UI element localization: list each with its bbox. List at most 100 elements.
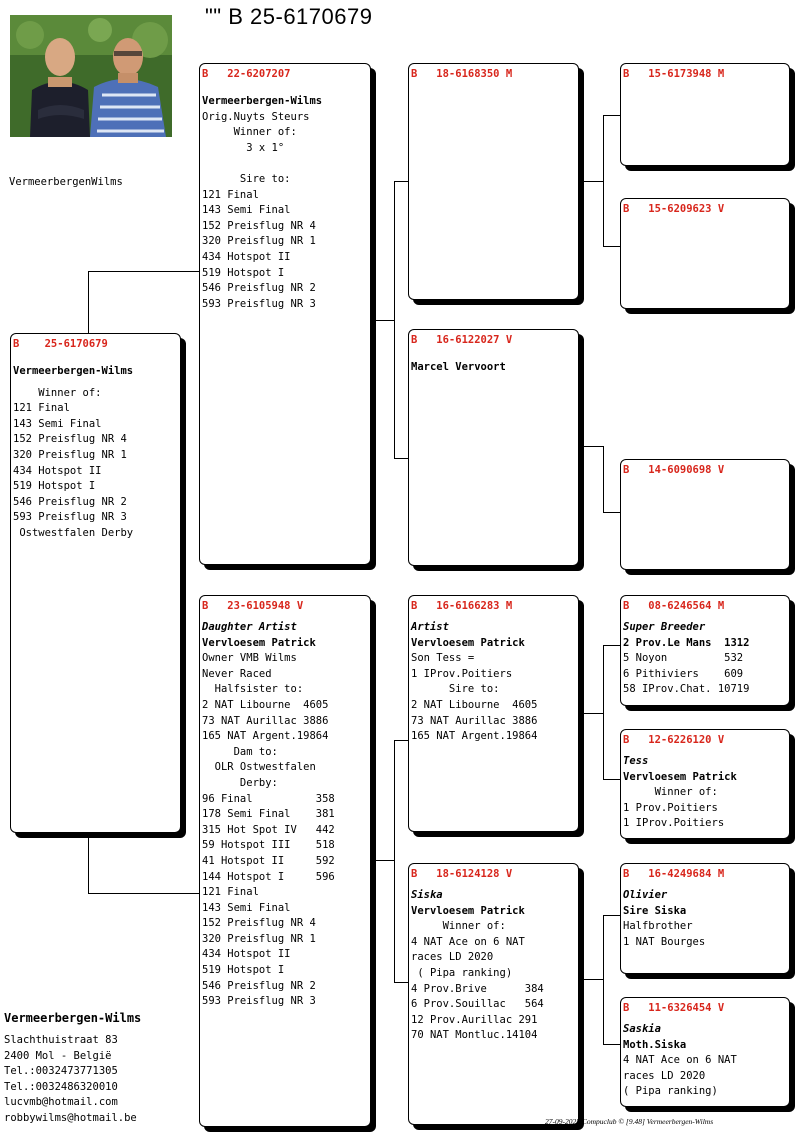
- card-text-line: 96 Final 358: [202, 792, 368, 808]
- card-text-line: 121 Final: [202, 188, 368, 204]
- card-text-line: 41 Hotspot II 592: [202, 854, 368, 870]
- contact-phone-1: Tel.:0032473771305: [4, 1064, 141, 1080]
- card-text-line: Daughter Artist: [202, 620, 368, 636]
- card-text-line: 546 Preisflug NR 2: [13, 495, 178, 511]
- card-text-line: Vermeerbergen-Wilms: [13, 364, 178, 380]
- card-text-line: 165 NAT Argent.19864: [202, 729, 368, 745]
- card-text-line: 2 NAT Libourne 4605: [411, 698, 576, 714]
- contact-street: Slachthuistraat 83: [4, 1033, 141, 1049]
- connector-line: [603, 1044, 621, 1045]
- contact-email-2[interactable]: robbywilms@hotmail.be: [4, 1111, 141, 1127]
- card-text-line: 165 NAT Argent.19864: [411, 729, 576, 745]
- card-text-line: 152 Preisflug NR 4: [13, 432, 178, 448]
- connector-line: [88, 271, 200, 272]
- card-text-line: Saskia: [623, 1022, 787, 1038]
- card-text-line: 1 IProv.Poitiers: [623, 816, 787, 832]
- card-text-line: 434 Hotspot II: [13, 464, 178, 480]
- ring-number: B 08-6246564 M: [623, 599, 787, 620]
- connector-line: [394, 982, 409, 983]
- pedigree-title: "" B 25-6170679: [205, 4, 372, 30]
- card-text-line: Vervloesem Patrick: [623, 770, 787, 786]
- card-text-line: Super Breeder: [623, 620, 787, 636]
- ring-number: B 16-4249684 M: [623, 867, 787, 888]
- card-text-line: 546 Preisflug NR 2: [202, 979, 368, 995]
- card-text-line: 144 Hotspot I 596: [202, 870, 368, 886]
- card-text-line: ( Pipa ranking): [411, 966, 576, 982]
- connector-line: [603, 645, 621, 646]
- connector-line: [603, 512, 621, 513]
- card-text-line: 143 Semi Final: [13, 417, 178, 433]
- card-text-line: Moth.Siska: [623, 1038, 787, 1054]
- connector-line: [584, 713, 604, 714]
- contact-city: 2400 Mol - België: [4, 1049, 141, 1065]
- card-text-line: Dam to:: [202, 745, 368, 761]
- ring-number: B 22-6207207: [202, 67, 368, 88]
- card-text-line: 320 Preisflug NR 1: [202, 932, 368, 948]
- card-text-line: 12 Prov.Aurillac 291: [411, 1013, 576, 1029]
- card-text-line: races LD 2020: [411, 950, 576, 966]
- card-text-line: Vermeerbergen-Wilms: [202, 94, 368, 110]
- ring-number: B 18-6168350 M: [411, 67, 576, 88]
- contact-name: Vermeerbergen-Wilms: [4, 1011, 141, 1033]
- card-text-line: OLR Ostwestfalen: [202, 760, 368, 776]
- pigeon-card-sire-sire-dam[interactable]: B 15-6209623 V: [620, 198, 790, 309]
- card-text-line: Orig.Nuyts Steurs: [202, 110, 368, 126]
- connector-line: [88, 893, 200, 894]
- card-text-line: 152 Preisflug NR 4: [202, 219, 368, 235]
- card-text-line: 5 Noyon 532: [623, 651, 787, 667]
- pigeon-card-sire-sire-sire[interactable]: B 15-6173948 M: [620, 63, 790, 166]
- card-text-line: Vervloesem Patrick: [202, 636, 368, 652]
- contact-email-1[interactable]: lucvmb@hotmail.com: [4, 1095, 141, 1111]
- card-text-line: 1 Prov.Poitiers: [623, 801, 787, 817]
- card-text-line: Owner VMB Wilms: [202, 651, 368, 667]
- connector-line: [394, 181, 395, 459]
- ring-number: B 23-6105948 V: [202, 599, 368, 620]
- card-text-line: 593 Preisflug NR 3: [202, 994, 368, 1010]
- connector-line: [603, 115, 604, 247]
- card-text-line: 4 NAT Ace on 6 NAT: [623, 1053, 787, 1069]
- connector-line: [376, 860, 395, 861]
- ring-number: B 25-6170679: [13, 337, 178, 358]
- card-text-line: 6 Prov.Souillac 564: [411, 997, 576, 1013]
- card-text-line: 73 NAT Aurillac 3886: [202, 714, 368, 730]
- pigeon-card-sire-dam-dam[interactable]: B 14-6090698 V: [620, 459, 790, 570]
- card-text-line: 434 Hotspot II: [202, 250, 368, 266]
- card-text-line: 546 Preisflug NR 2: [202, 281, 368, 297]
- card-text-line: 4 Prov.Brive 384: [411, 982, 576, 998]
- card-text-line: 58 IProv.Chat. 10719: [623, 682, 787, 698]
- card-text-line: 593 Preisflug NR 3: [202, 297, 368, 313]
- card-text-line: 2 Prov.Le Mans 1312: [623, 636, 787, 652]
- card-text-line: 4 NAT Ace on 6 NAT: [411, 935, 576, 951]
- card-text-line: Sire Siska: [623, 904, 787, 920]
- card-text-line: Winner of:: [411, 919, 576, 935]
- card-text-line: 1 NAT Bourges: [623, 935, 787, 951]
- ring-number: B 18-6124128 V: [411, 867, 576, 888]
- card-text-line: Vervloesem Patrick: [411, 636, 576, 652]
- connector-line: [394, 458, 409, 459]
- card-text-line: 320 Preisflug NR 1: [13, 448, 178, 464]
- card-text-line: 320 Preisflug NR 1: [202, 234, 368, 250]
- card-text-line: 3 x 1°: [202, 141, 368, 157]
- ring-number: B 12-6226120 V: [623, 733, 787, 754]
- card-text-line: 59 Hotspot III 518: [202, 838, 368, 854]
- connector-line: [584, 446, 604, 447]
- connector-line: [584, 979, 604, 980]
- contact-block: Vermeerbergen-Wilms Slachthuistraat 83 2…: [4, 1011, 141, 1127]
- ring-number: B 11-6326454 V: [623, 1001, 787, 1022]
- card-text-line: Marcel Vervoort: [411, 360, 576, 376]
- connector-line: [603, 915, 621, 916]
- connector-line: [88, 838, 89, 893]
- card-text-line: Winner of:: [623, 785, 787, 801]
- pigeon-card-sire-sire[interactable]: B 18-6168350 M: [408, 63, 579, 300]
- card-text-line: Siska: [411, 888, 576, 904]
